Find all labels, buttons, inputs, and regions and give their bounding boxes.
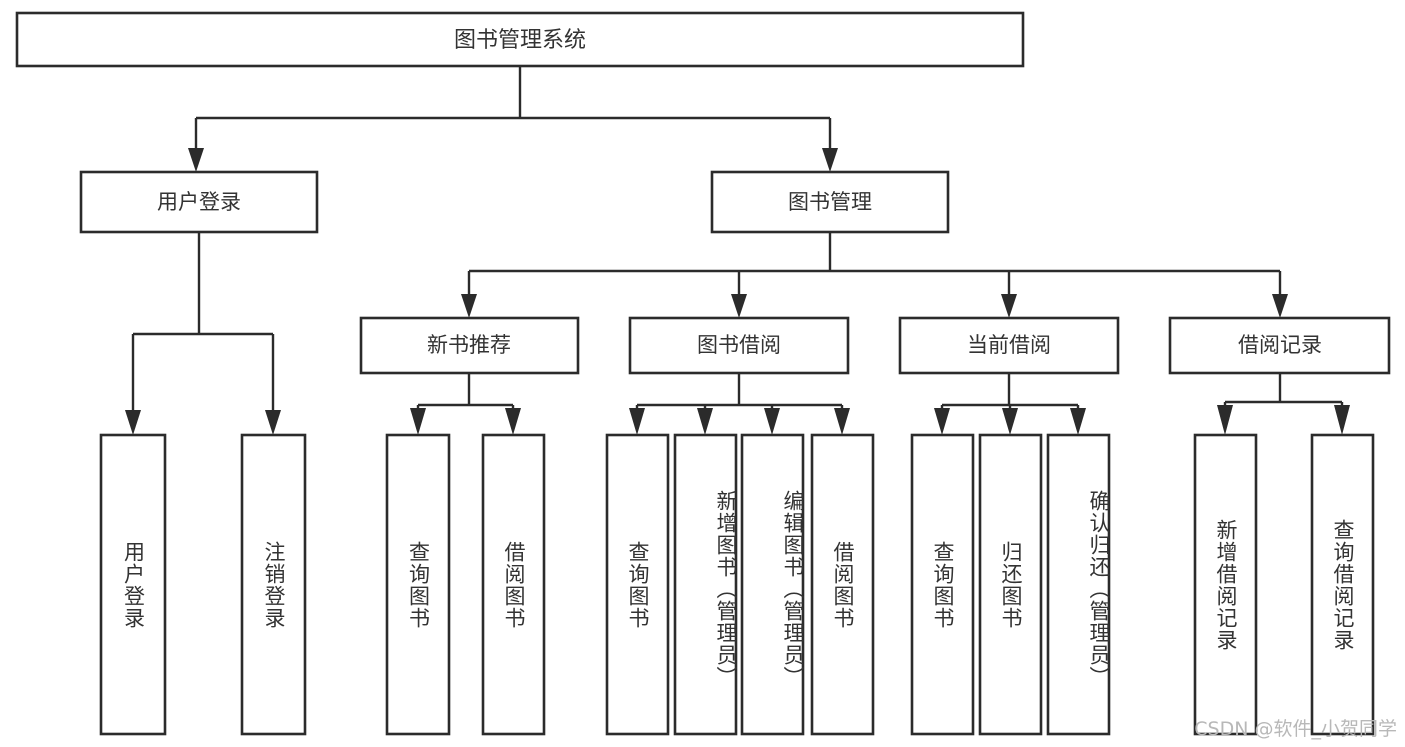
node-leaf-logout-login-box[interactable] (240, 433, 307, 736)
node-leaf-return-book-box[interactable] (978, 433, 1043, 736)
node-new-book-recommend-box[interactable] (359, 316, 580, 375)
node-current-borrow-label: 当前借阅 (967, 333, 1051, 357)
arrow-head-leaf-edit-book (764, 408, 780, 435)
node-leaf-query-book-1-box[interactable] (385, 433, 451, 736)
node-book-borrow-box[interactable] (628, 316, 850, 375)
node-leaf-borrow-book-2-box[interactable] (810, 433, 875, 736)
arrow-head-leaf-logout-login (265, 410, 281, 435)
node-leaf-user-login-box[interactable] (99, 433, 167, 736)
arrow-head-new-book-recommend (461, 294, 477, 318)
arrow-head-user-login (188, 148, 204, 172)
node-user-login-label: 用户登录 (157, 190, 241, 214)
arrow-head-leaf-confirm-return (1070, 408, 1086, 435)
node-leaf-query-book-2-box[interactable] (605, 433, 670, 736)
arrow-head-leaf-query-book-2 (629, 408, 645, 435)
arrow-head-leaf-borrow-book-2 (834, 408, 850, 435)
node-layer: 图书管理系统 用户登录 图书管理 新书推荐 图书借阅 当前借阅 借阅记录 (15, 11, 1391, 736)
arrow-head-leaf-user-login (125, 410, 141, 435)
node-user-login-box[interactable] (79, 170, 319, 234)
arrow-head-leaf-query-book-1 (410, 408, 426, 435)
arrow-head-leaf-query-book-3 (934, 408, 950, 435)
node-book-borrow-label: 图书借阅 (697, 333, 781, 357)
node-leaf-add-record-box[interactable] (1193, 433, 1258, 736)
node-borrow-record-label: 借阅记录 (1238, 333, 1322, 357)
csdn-watermark: CSDN @软件_小贺同学 (1194, 718, 1397, 740)
arrow-head-current-borrow (1001, 294, 1017, 318)
node-leaf-add-book-box[interactable] (673, 433, 738, 736)
node-leaf-edit-book-box[interactable] (740, 433, 805, 736)
arrow-head-book-management (822, 148, 838, 172)
node-book-management-box[interactable] (710, 170, 950, 234)
node-leaf-confirm-return-box[interactable] (1046, 433, 1111, 736)
node-current-borrow-box[interactable] (898, 316, 1120, 375)
arrow-head-leaf-query-record (1334, 405, 1350, 435)
node-leaf-query-record-box[interactable] (1310, 433, 1375, 736)
node-book-management-label: 图书管理 (788, 190, 872, 214)
node-borrow-record-box[interactable] (1168, 316, 1391, 375)
node-leaf-query-book-3-box[interactable] (910, 433, 975, 736)
node-new-book-recommend-label: 新书推荐 (427, 333, 511, 357)
connector-layer (125, 66, 1350, 435)
arrow-head-leaf-add-record (1217, 405, 1233, 435)
arrow-head-leaf-return-book (1002, 408, 1018, 435)
arrow-head-borrow-record (1272, 294, 1288, 318)
node-leaf-borrow-book-1-box[interactable] (481, 433, 546, 736)
node-root-label: 图书管理系统 (454, 28, 586, 53)
node-root-box[interactable] (15, 11, 1025, 68)
arrow-head-book-borrow (731, 294, 747, 318)
arrow-head-leaf-add-book (697, 408, 713, 435)
arrow-head-leaf-borrow-book-1 (505, 408, 521, 435)
